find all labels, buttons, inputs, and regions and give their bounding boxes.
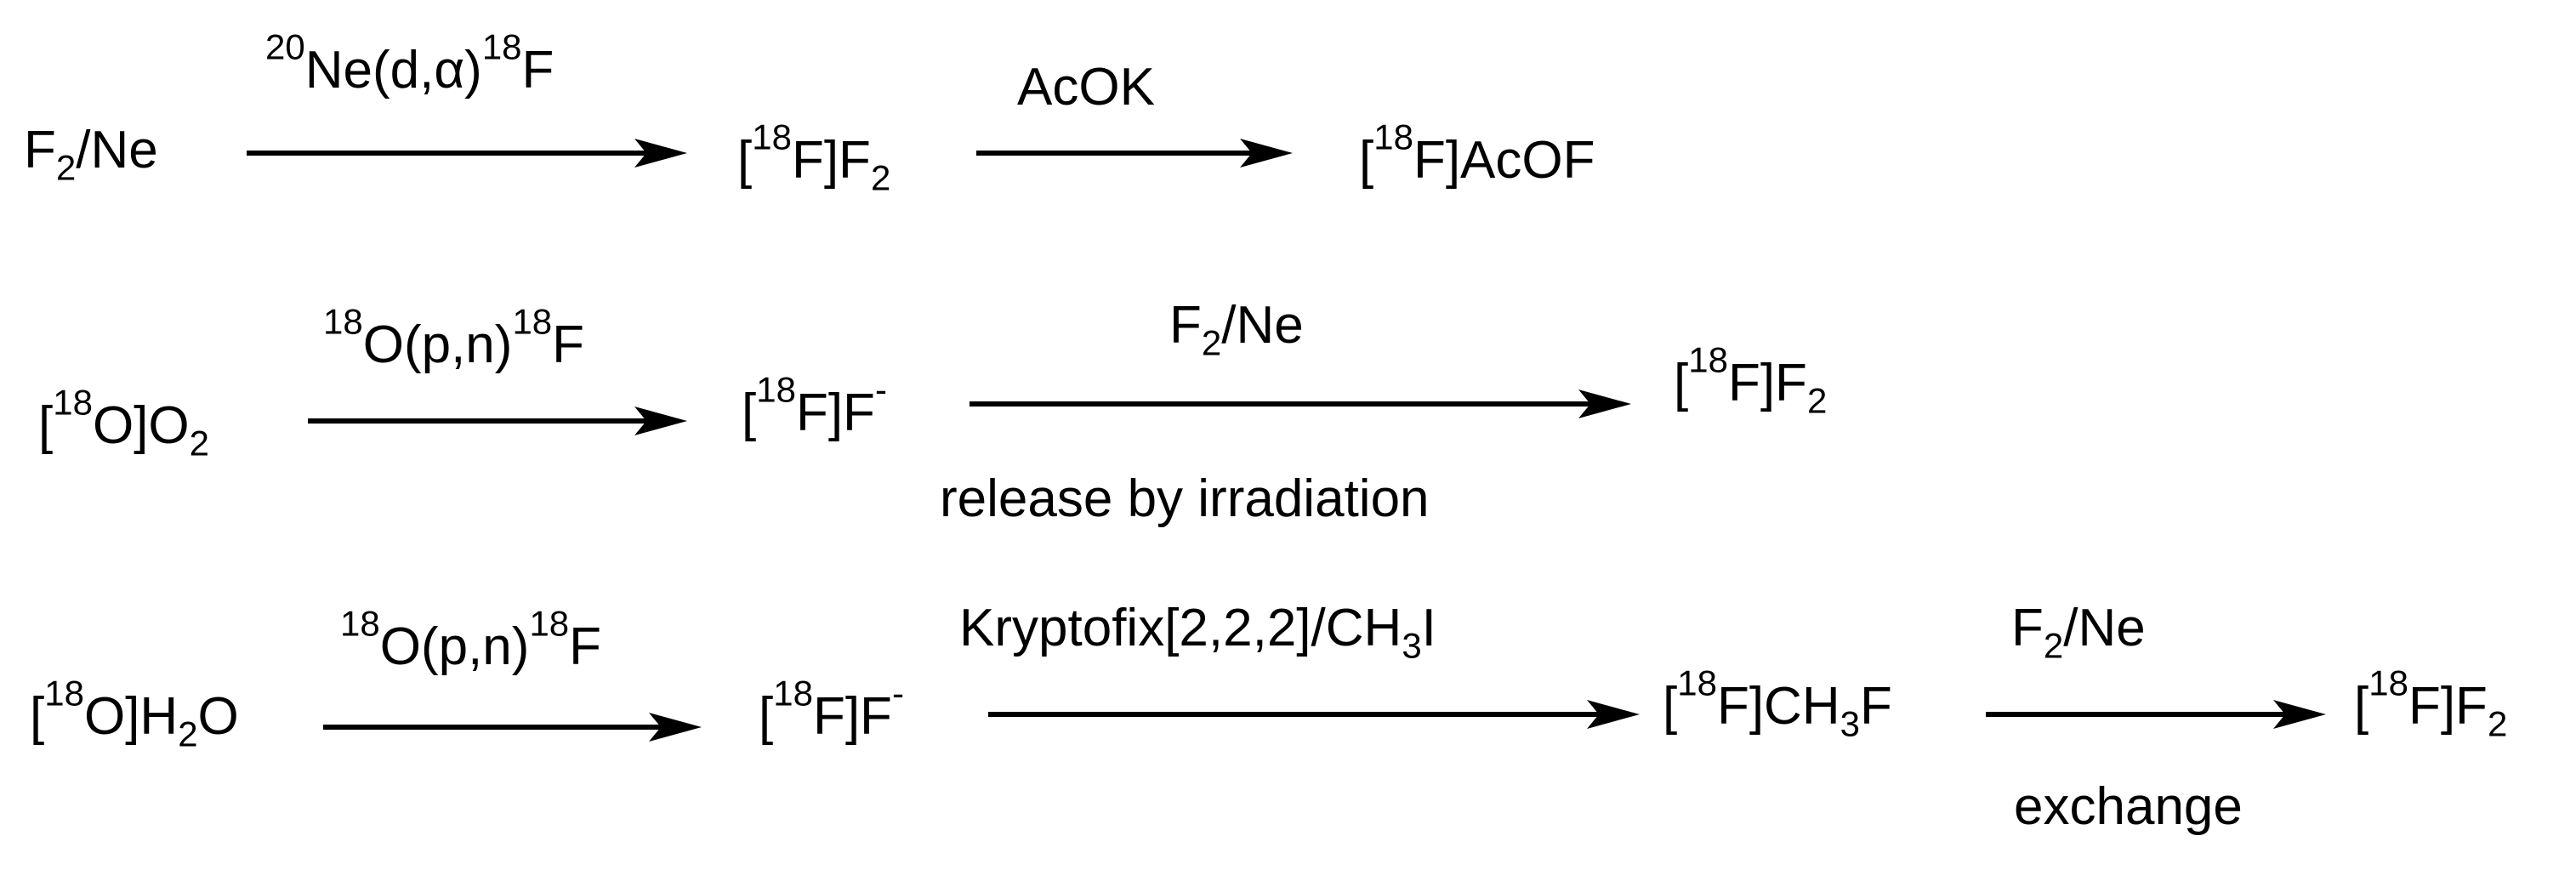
arrow-r3-1 <box>323 713 702 742</box>
arrow-r2-a2-note: release by irradiation <box>940 473 1430 526</box>
arrow-r3-a3-note: exchange <box>2014 781 2243 833</box>
superscript: 18 <box>53 382 93 423</box>
text-run: [ <box>30 687 45 746</box>
species-r1-intermediate: [18F]F2 <box>737 119 890 196</box>
species-r3-intermediate: [18F]F- <box>759 675 904 743</box>
text-run: F <box>24 121 56 179</box>
text-run: [ <box>737 131 753 190</box>
text-run: /Ne <box>1221 296 1304 355</box>
species-r2-reactant: [18O]O2 <box>38 384 209 461</box>
arrow-r2-a2-condition: F2/Ne <box>1169 296 1304 361</box>
subscript: 3 <box>1840 703 1860 744</box>
subscript: 3 <box>1402 625 1422 666</box>
superscript: 18 <box>529 603 570 644</box>
arrow-r1-2 <box>976 139 1293 168</box>
arrow-r3-2 <box>988 700 1640 729</box>
text-run: F]F <box>1727 354 1807 412</box>
superscript: 18 <box>323 301 363 342</box>
subscript: 2 <box>2487 703 2508 744</box>
species-r1-product: [18F]AcOF <box>1359 119 1595 190</box>
arrow-r3-a3-condition: F2/Ne <box>2011 599 2146 664</box>
arrowhead <box>634 407 687 435</box>
text-run: /Ne <box>76 121 158 179</box>
superscript: 18 <box>756 369 796 410</box>
text-run: [ <box>2354 677 2369 736</box>
species-r2-intermediate: [18F]F- <box>742 372 887 442</box>
arrow-r2-a1-condition: 18O(p,n)18F <box>323 304 585 374</box>
arrowhead <box>649 713 702 742</box>
arrow-r2-1 <box>308 407 687 435</box>
text-run: O(p,n) <box>379 617 530 676</box>
subscript: 2 <box>1201 322 1222 363</box>
arrow-r1-1 <box>247 139 687 168</box>
text-run: F]AcOF <box>1413 131 1595 190</box>
arrow-r3-a1-condition: 18O(p,n)18F <box>340 606 601 674</box>
text-run: F]CH <box>1716 677 1840 736</box>
arrow-r2-2 <box>970 390 1631 418</box>
text-run: [ <box>1674 354 1689 412</box>
superscript: 18 <box>752 117 792 157</box>
arrowhead <box>2273 700 2326 729</box>
arrow-r3-3 <box>1986 700 2326 729</box>
text-run: [ <box>759 687 774 746</box>
subscript: 2 <box>2043 625 2064 666</box>
arrow-r1-a1-condition: 20Ne(d,α)18F <box>265 29 554 100</box>
subscript: 2 <box>870 157 891 198</box>
superscript: 20 <box>265 26 305 67</box>
superscript: 18 <box>340 603 380 644</box>
arrow-r1-a2-condition: AcOK <box>1017 61 1155 114</box>
text-run: F]F <box>795 384 875 442</box>
superscript: 18 <box>512 301 553 342</box>
species-r2-product: [18F]F2 <box>1674 342 1827 418</box>
superscript: 18 <box>2368 662 2408 703</box>
text-run: O <box>197 687 239 746</box>
subscript: 2 <box>1806 380 1828 421</box>
superscript: 18 <box>1677 662 1717 703</box>
arrowhead <box>1240 139 1293 168</box>
arrowhead <box>1578 390 1631 418</box>
superscript: 18 <box>44 673 84 714</box>
text-run: F <box>2011 599 2044 657</box>
superscript: 18 <box>481 26 522 67</box>
text-run: AcOK <box>1017 58 1155 117</box>
text-run: F <box>569 617 602 676</box>
text-run: F <box>552 316 585 374</box>
arrowhead <box>1587 700 1640 729</box>
text-run: Ne(d,α) <box>304 41 482 100</box>
text-run: O]H <box>83 687 179 746</box>
subscript: 2 <box>178 714 198 754</box>
text-run: F]F <box>812 687 892 746</box>
text-run: F <box>1169 296 1202 355</box>
text-run: [ <box>1359 131 1374 190</box>
superscript: - <box>891 673 904 714</box>
text-run: [ <box>1663 677 1678 736</box>
text-run: O(p,n) <box>362 316 513 374</box>
superscript: 18 <box>773 673 813 714</box>
arrow-r3-a2-condition: Kryptofix[2,2,2]/CH3I <box>959 599 1436 664</box>
species-r3-final-product: [18F]F2 <box>2354 665 2507 742</box>
arrowhead <box>634 139 687 168</box>
text-run: F <box>521 41 554 100</box>
text-run: F]F <box>2408 677 2488 736</box>
subscript: 2 <box>189 423 209 463</box>
text-run: /Ne <box>2063 599 2146 657</box>
text-run: F <box>1859 677 1892 736</box>
text-run: exchange <box>2014 777 2243 836</box>
text-run: F]F <box>791 131 871 190</box>
superscript: - <box>874 369 887 410</box>
text-run: Kryptofix[2,2,2]/CH <box>959 599 1402 657</box>
subscript: 2 <box>55 147 77 188</box>
text-run: release by irradiation <box>940 469 1430 528</box>
text-run: I <box>1421 599 1436 657</box>
species-r3-product: [18F]CH3F <box>1663 665 1892 742</box>
text-run: [ <box>742 384 757 442</box>
superscript: 18 <box>1373 117 1413 157</box>
superscript: 18 <box>1688 339 1728 380</box>
species-r3-reactant: [18O]H2O <box>30 675 239 752</box>
species-r1-reactant: F2/Ne <box>24 121 158 186</box>
text-run: [ <box>38 396 54 455</box>
text-run: O]O <box>92 396 190 455</box>
